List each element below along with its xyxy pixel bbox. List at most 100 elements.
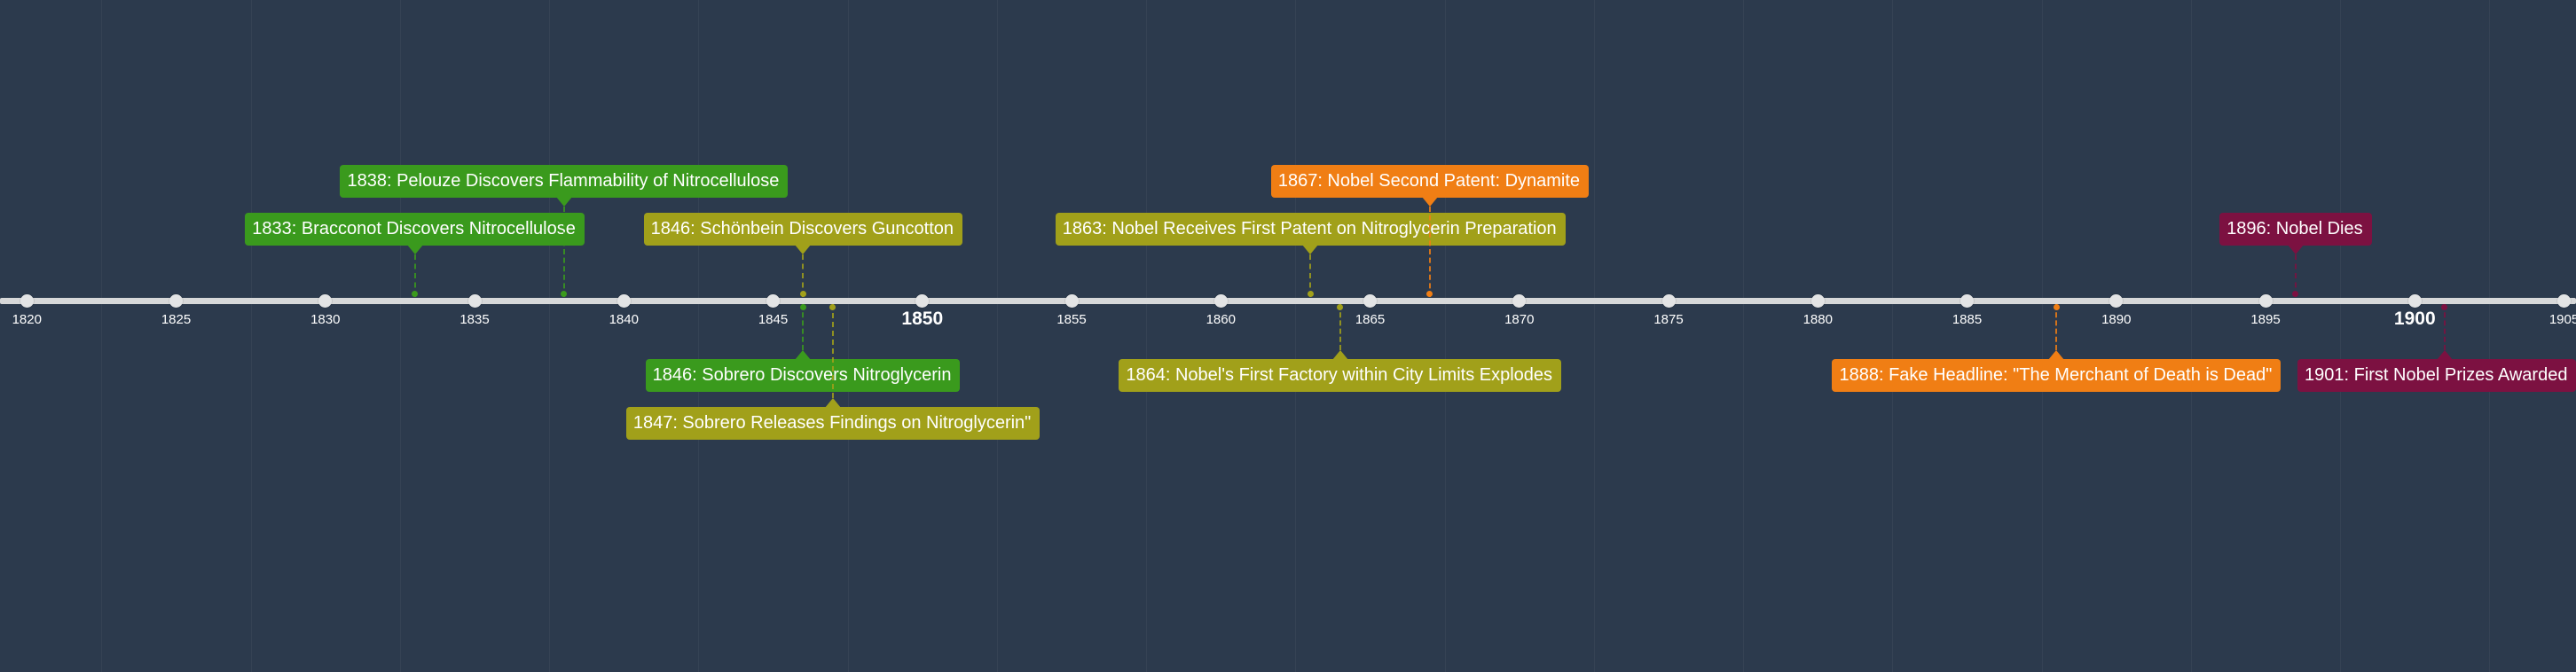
event-connector	[2055, 304, 2058, 350]
event-connector	[831, 304, 834, 398]
event-connector	[802, 304, 805, 350]
timeline-axis	[0, 298, 2576, 304]
event-connector	[802, 254, 805, 297]
tick-marker	[617, 294, 631, 308]
event-label-text: 1863: Nobel Receives First Patent on Nit…	[1062, 219, 1557, 238]
tick-marker	[1512, 294, 1527, 308]
tick-marker	[2557, 294, 2572, 308]
event-connector	[2443, 304, 2446, 350]
event-connector	[1428, 207, 1431, 297]
event-anchor-dot	[799, 291, 806, 297]
tick-marker	[20, 294, 34, 308]
tick-marker	[2407, 294, 2422, 308]
tick-marker	[915, 294, 930, 308]
event-anchor-dot	[2441, 304, 2448, 310]
event-label-1863[interactable]: 1863: Nobel Receives First Patent on Nit…	[1055, 213, 1566, 254]
event-pointer	[1302, 245, 1319, 254]
event-pointer	[795, 350, 812, 360]
event-label-text: 1833: Bracconot Discovers Nitrocellulose	[252, 219, 576, 238]
tick-marker	[1064, 294, 1079, 308]
tick-label: 1895	[2250, 312, 2281, 327]
tick-label: 1840	[609, 312, 639, 327]
event-pointer	[2048, 350, 2065, 360]
event-pointer	[795, 245, 812, 254]
event-label-text: 1838: Pelouze Discovers Flammability of …	[347, 171, 780, 191]
grid-line	[549, 0, 550, 672]
event-label-1846[interactable]: 1846: Schönbein Discovers Guncotton	[643, 213, 962, 254]
tick-marker	[2109, 294, 2124, 308]
event-label-text: 1896: Nobel Dies	[2227, 219, 2363, 238]
event-label-text: 1847: Sobrero Releases Findings on Nitro…	[632, 413, 1032, 433]
event-connector	[562, 207, 565, 297]
event-label-1833[interactable]: 1833: Bracconot Discovers Nitrocellulose	[245, 213, 585, 254]
grid-line	[1295, 0, 1296, 672]
event-connector	[1339, 304, 1341, 350]
tick-marker	[1661, 294, 1676, 308]
grid-line	[101, 0, 102, 672]
event-label-1901[interactable]: 1901: First Nobel Prizes Awarded	[2297, 350, 2576, 392]
tick-marker	[318, 294, 333, 308]
grid-line	[2489, 0, 2490, 672]
grid-line	[1743, 0, 1744, 672]
event-label-1838[interactable]: 1838: Pelouze Discovers Flammability of …	[340, 165, 789, 207]
tick-marker	[1960, 294, 1975, 308]
tick-marker	[1810, 294, 1825, 308]
event-label-1847[interactable]: 1847: Sobrero Releases Findings on Nitro…	[625, 398, 1041, 440]
grid-line	[698, 0, 699, 672]
tick-marker	[1363, 294, 1378, 308]
tick-label: 1845	[758, 312, 789, 327]
tick-label: 1900	[2393, 309, 2436, 329]
event-label-text: 1846: Sobrero Discovers Nitroglycerin	[652, 365, 952, 385]
tick-label: 1885	[1952, 312, 1983, 327]
grid-line	[1594, 0, 1595, 672]
event-anchor-dot	[1337, 304, 1344, 310]
grid-line	[2191, 0, 2192, 672]
grid-line	[251, 0, 252, 672]
grid-line	[1892, 0, 1893, 672]
event-label-1867[interactable]: 1867: Nobel Second Patent: Dynamite	[1270, 165, 1590, 207]
event-anchor-dot	[1426, 291, 1433, 297]
tick-label: 1855	[1056, 312, 1087, 327]
event-label-1864[interactable]: 1864: Nobel's First Factory within City …	[1119, 350, 1562, 392]
tick-marker	[1213, 294, 1228, 308]
event-label-1896[interactable]: 1896: Nobel Dies	[2219, 213, 2372, 254]
grid-line	[848, 0, 849, 672]
tick-marker	[2258, 294, 2273, 308]
tick-label: 1880	[1802, 312, 1833, 327]
event-anchor-dot	[2292, 291, 2299, 297]
event-anchor-dot	[1307, 291, 1314, 297]
tick-marker	[169, 294, 184, 308]
tick-label: 1865	[1355, 312, 1386, 327]
tick-label: 1860	[1206, 312, 1236, 327]
tick-label: 1875	[1653, 312, 1684, 327]
tick-label: 1850	[901, 309, 944, 329]
event-label-text: 1901: First Nobel Prizes Awarded	[2305, 365, 2568, 385]
event-label-text: 1888: Fake Headline: "The Merchant of De…	[1839, 365, 2273, 385]
grid-line	[2340, 0, 2341, 672]
tick-label: 1905	[2549, 312, 2576, 327]
event-connector	[1309, 254, 1312, 297]
tick-label: 1820	[12, 312, 42, 327]
event-label-text: 1867: Nobel Second Patent: Dynamite	[1277, 171, 1581, 191]
tick-label: 1890	[2101, 312, 2132, 327]
event-anchor-dot	[561, 291, 568, 297]
tick-label: 1825	[161, 312, 192, 327]
grid-line	[997, 0, 998, 672]
tick-label: 1870	[1504, 312, 1535, 327]
event-pointer	[1331, 350, 1348, 360]
event-connector	[413, 254, 416, 297]
grid-line	[400, 0, 401, 672]
grid-line	[1146, 0, 1147, 672]
tick-label: 1835	[459, 312, 490, 327]
event-label-text: 1846: Schönbein Discovers Guncotton	[650, 219, 954, 238]
event-anchor-dot	[829, 304, 836, 310]
event-pointer	[2287, 245, 2304, 254]
event-pointer	[555, 197, 572, 207]
event-label-1888[interactable]: 1888: Fake Headline: "The Merchant of De…	[1832, 350, 2281, 392]
tick-label: 1830	[310, 312, 341, 327]
event-label-1846[interactable]: 1846: Sobrero Discovers Nitroglycerin	[645, 350, 961, 392]
event-label-text: 1864: Nobel's First Factory within City …	[1126, 365, 1553, 385]
grid-line	[1445, 0, 1446, 672]
grid-line	[2042, 0, 2043, 672]
